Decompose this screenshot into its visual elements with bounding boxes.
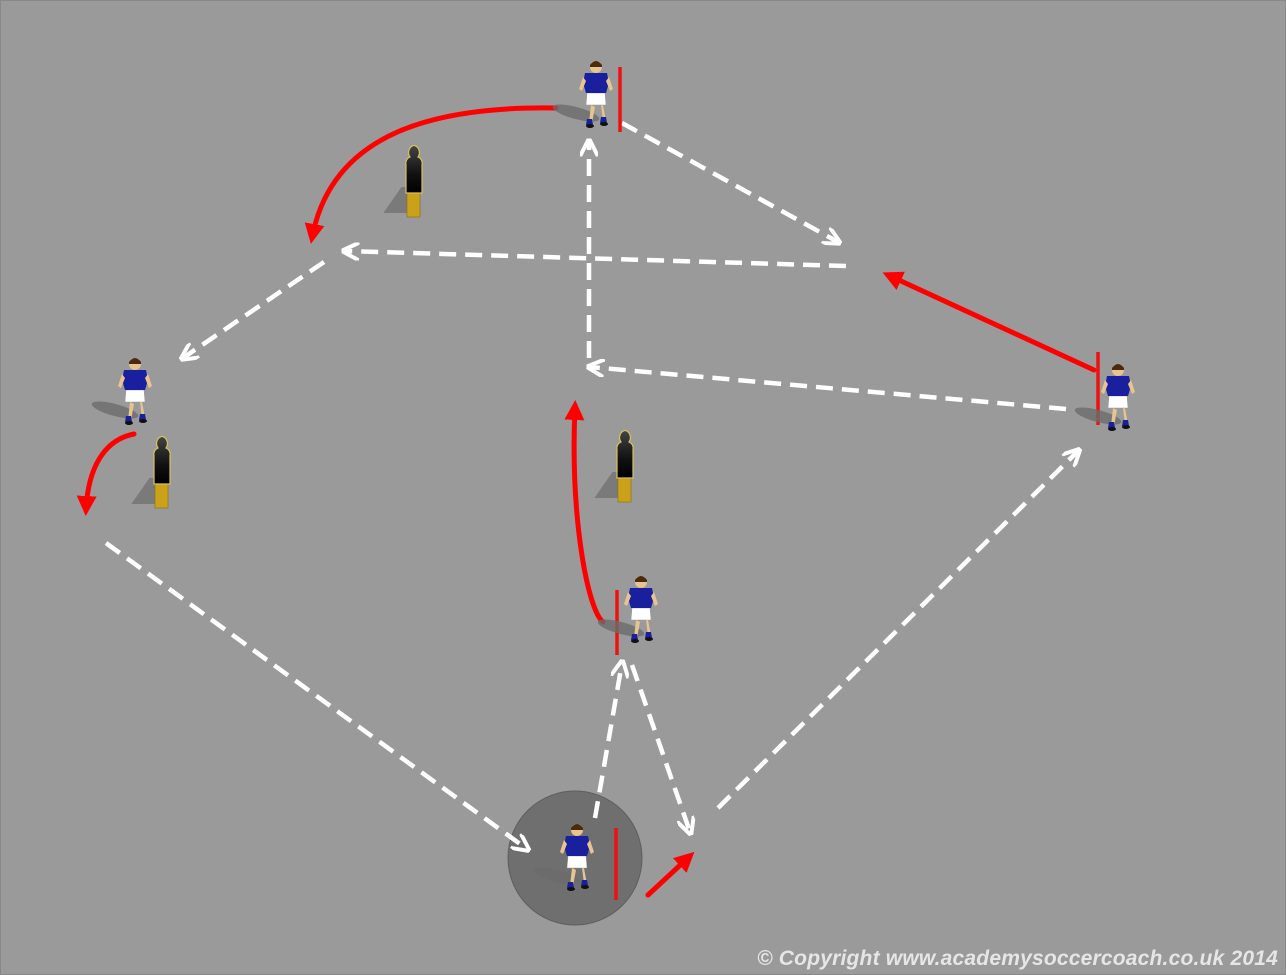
pass-left-point-to-left-player <box>183 260 326 358</box>
run-bottom <box>645 851 695 898</box>
pass-right-player-to-center <box>590 367 1067 412</box>
pass-right-point-to-left-point <box>345 251 847 269</box>
pass-bottom-right-to-right-player <box>716 451 1078 810</box>
run-middle-curve <box>564 400 606 625</box>
run-right <box>882 271 1097 373</box>
pass-left-to-bottom <box>104 541 527 849</box>
run-top-curve <box>304 105 559 244</box>
pass-bottom-to-middle <box>592 663 622 819</box>
run-lines <box>76 105 1097 898</box>
run-left-curve <box>76 431 137 516</box>
copyright-text: © Copyright www.academysoccercoach.co.uk… <box>757 947 1278 970</box>
pass-lines <box>104 121 1078 849</box>
pass-middle-to-bottom-right <box>629 664 690 832</box>
pass-top-to-right-point <box>620 121 838 242</box>
